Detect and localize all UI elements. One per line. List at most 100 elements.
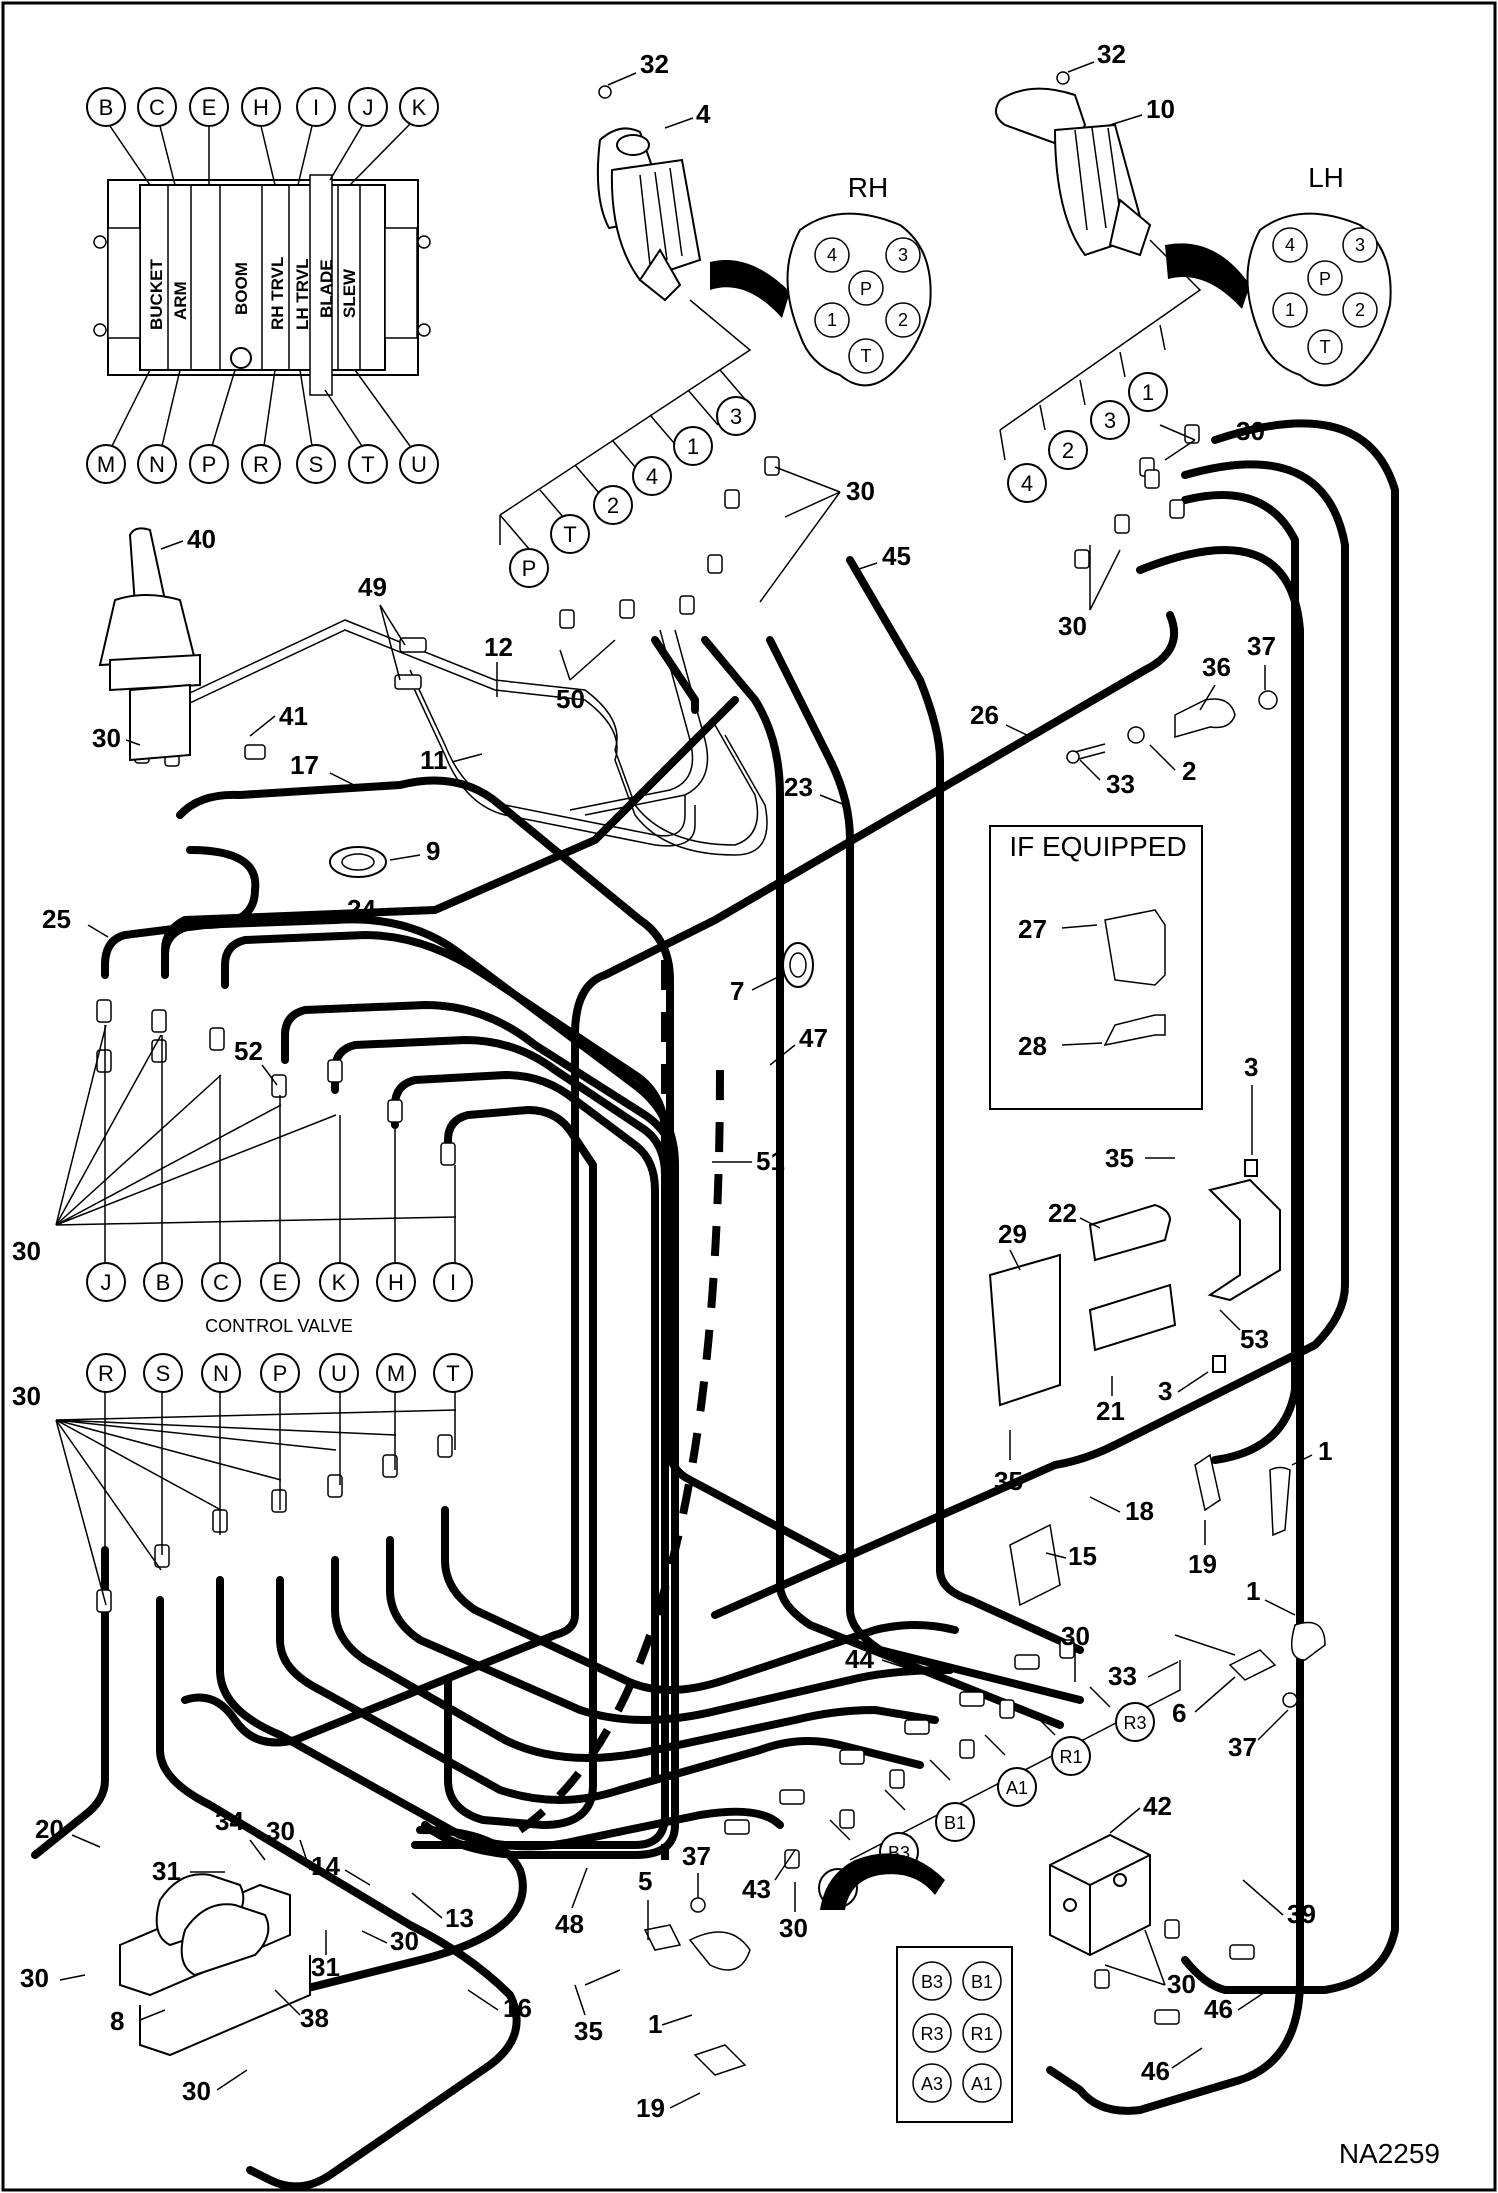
svg-text:A3: A3 bbox=[921, 2074, 943, 2094]
callout-19-bottom: 19 bbox=[636, 2093, 665, 2123]
callout-37-clip: 37 bbox=[682, 1841, 711, 1871]
rh-leader-lines bbox=[499, 299, 752, 551]
lh-label: LH bbox=[1308, 162, 1344, 193]
svg-text:3: 3 bbox=[730, 404, 742, 429]
svg-text:T: T bbox=[563, 522, 576, 547]
lh-hose-port-2: 2 bbox=[1048, 430, 1088, 470]
svg-text:P: P bbox=[273, 1361, 288, 1386]
callout-49: 49 bbox=[358, 572, 387, 602]
valve-port-r: R bbox=[241, 369, 281, 484]
callout-39: 39 bbox=[1287, 1899, 1316, 1929]
rh-pilot-port-p: P bbox=[848, 270, 884, 306]
grommet-9 bbox=[329, 846, 387, 878]
lh-hose-port-3: 3 bbox=[1090, 400, 1130, 440]
callout-37-bottom: 37 bbox=[1228, 1732, 1257, 1762]
rh-pilot-port-t: T bbox=[848, 338, 884, 374]
svg-text:T: T bbox=[361, 452, 374, 477]
cv-port-n: N bbox=[201, 1353, 241, 1393]
rh-pilot-port-2: 2 bbox=[885, 302, 921, 338]
callout-30-bottom-left: 30 bbox=[182, 2076, 211, 2106]
spool-label-arm: ARM bbox=[171, 281, 190, 320]
callout-47: 47 bbox=[799, 1023, 828, 1053]
callout-11: 11 bbox=[420, 745, 448, 775]
legend-port-b1: B1 bbox=[962, 1961, 1002, 2001]
svg-text:P: P bbox=[860, 279, 872, 299]
svg-text:U: U bbox=[331, 1361, 347, 1386]
callout-12: 12 bbox=[484, 632, 513, 662]
manifold-legend: B3 B1 R3 R1 A3 A1 bbox=[820, 1853, 1013, 2123]
rh-pilot-pattern: RH 4 3 P 1 2 T bbox=[710, 172, 932, 387]
cv-port-t: T bbox=[433, 1353, 473, 1393]
callout-8: 8 bbox=[110, 2006, 124, 2036]
control-valve-label: CONTROL VALVE bbox=[205, 1316, 353, 1336]
callout-52: 52 bbox=[234, 1036, 263, 1066]
svg-text:H: H bbox=[253, 95, 269, 120]
spool-label-blade: BLADE bbox=[317, 259, 336, 318]
svg-text:R1: R1 bbox=[1059, 1747, 1082, 1767]
callout-15: 15 bbox=[1068, 1541, 1097, 1571]
svg-text:1: 1 bbox=[827, 310, 837, 330]
manifold-block-42 bbox=[1049, 1833, 1151, 1957]
svg-text:2: 2 bbox=[1062, 438, 1074, 463]
callout-30-pedal-top: 30 bbox=[266, 1816, 295, 1846]
svg-text:3: 3 bbox=[1355, 235, 1365, 255]
callout-24: 24 bbox=[347, 894, 376, 924]
svg-text:E: E bbox=[202, 95, 217, 120]
valve-port-m: M bbox=[86, 369, 151, 484]
dashed-hoses bbox=[517, 960, 724, 1860]
spool-label-slew: SLEW bbox=[340, 268, 359, 318]
cv-port-i: I bbox=[433, 1262, 473, 1302]
svg-text:P: P bbox=[1319, 269, 1331, 289]
callout-46-lower: 46 bbox=[1141, 2056, 1170, 2086]
callout-35-bracket: 35 bbox=[1105, 1143, 1134, 1173]
svg-text:4: 4 bbox=[1285, 235, 1295, 255]
svg-text:4: 4 bbox=[827, 245, 837, 265]
callout-30-lh-top: 30 bbox=[1236, 416, 1265, 446]
callout-4: 4 bbox=[696, 99, 711, 129]
callout-42: 42 bbox=[1143, 1791, 1172, 1821]
callout-30-rh: 30 bbox=[846, 476, 875, 506]
svg-text:U: U bbox=[411, 452, 427, 477]
lh-pilot-port-2: 2 bbox=[1342, 292, 1378, 328]
callout-20: 20 bbox=[35, 1814, 64, 1844]
callout-30-aux: 30 bbox=[92, 723, 121, 753]
svg-text:B: B bbox=[99, 95, 114, 120]
svg-text:1: 1 bbox=[1285, 300, 1295, 320]
callout-44: 44 bbox=[845, 1644, 874, 1674]
valve-port-k: K bbox=[349, 87, 439, 186]
callout-10: 10 bbox=[1146, 94, 1175, 124]
callout-36: 36 bbox=[1202, 652, 1231, 682]
svg-text:J: J bbox=[101, 1270, 112, 1295]
rh-pilot-port-4: 4 bbox=[814, 237, 850, 273]
cv-lower-ports: R S N P U M T bbox=[86, 1353, 473, 1393]
svg-text:C: C bbox=[149, 95, 165, 120]
legend-port-r1: R1 bbox=[962, 2013, 1002, 2053]
rh-hose-port-t: T bbox=[550, 514, 590, 554]
callout-30-pedal-left: 30 bbox=[20, 1963, 49, 1993]
spool-label-lh-trvl: LH TRVL bbox=[293, 259, 312, 330]
callout-30-r3: 30 bbox=[1061, 1621, 1090, 1651]
svg-text:J: J bbox=[363, 95, 374, 120]
lh-hose-ports: 4 2 3 1 bbox=[1007, 372, 1168, 503]
callout-21: 21 bbox=[1096, 1396, 1125, 1426]
rh-label: RH bbox=[848, 172, 888, 203]
cv-port-e: E bbox=[260, 1262, 300, 1302]
svg-text:B1: B1 bbox=[971, 1972, 993, 1992]
grommet-7 bbox=[782, 942, 814, 988]
svg-text:E: E bbox=[273, 1270, 288, 1295]
callout-22: 22 bbox=[1048, 1198, 1077, 1228]
spool-label-boom: BOOM bbox=[232, 262, 251, 315]
svg-text:A1: A1 bbox=[1006, 1778, 1028, 1798]
valve-port-t: T bbox=[324, 389, 388, 484]
callout-13: 13 bbox=[445, 1903, 474, 1933]
lh-pilot-port-t: T bbox=[1307, 329, 1343, 365]
callout-1-top: 1 bbox=[1318, 1436, 1332, 1466]
svg-text:T: T bbox=[861, 346, 872, 366]
svg-text:T: T bbox=[1320, 337, 1331, 357]
callouts: 32 4 32 10 30 30 45 30 40 49 12 50 41 30… bbox=[12, 39, 1332, 2123]
rh-hose-port-p: P bbox=[509, 548, 549, 588]
callout-2: 2 bbox=[1182, 756, 1196, 786]
manifold-port-r3: R3 bbox=[1115, 1702, 1155, 1742]
valve-port-u: U bbox=[354, 369, 439, 484]
lh-pilot-port-1: 1 bbox=[1272, 292, 1308, 328]
